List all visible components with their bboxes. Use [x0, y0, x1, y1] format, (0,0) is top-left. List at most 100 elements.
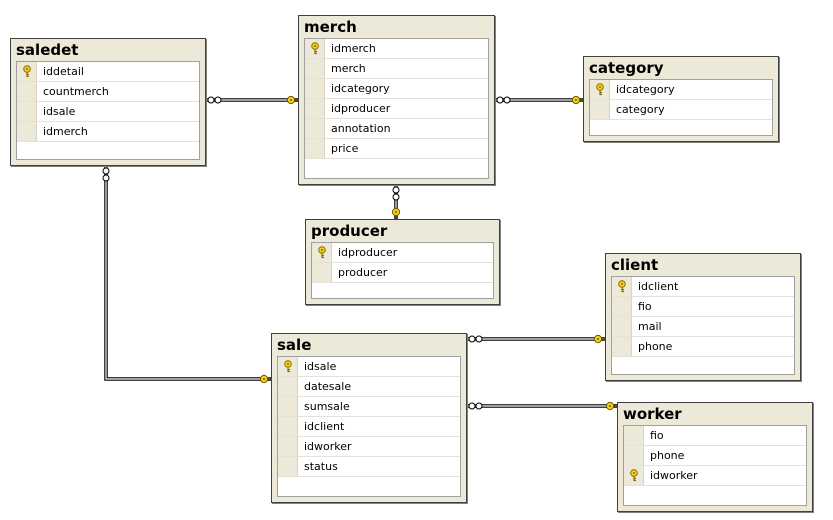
column-name: idworker [650, 469, 698, 482]
column-row[interactable]: category [590, 100, 772, 120]
table-title[interactable]: merch [304, 18, 357, 36]
many-end-icon [207, 96, 222, 104]
many-end-icon [102, 167, 110, 182]
key-end-icon [391, 207, 401, 219]
column-row[interactable]: idmerch [17, 122, 199, 142]
row-selector[interactable] [278, 357, 298, 376]
row-selector[interactable] [17, 62, 37, 81]
row-selector[interactable] [305, 99, 325, 118]
column-row[interactable]: phone [612, 337, 794, 357]
column-row[interactable]: idworker [624, 466, 806, 486]
row-selector[interactable] [17, 122, 37, 141]
row-selector[interactable] [612, 317, 632, 336]
column-row[interactable]: iddetail [17, 62, 199, 82]
column-row[interactable]: datesale [278, 377, 460, 397]
primary-key-icon [618, 280, 626, 293]
key-end-icon [286, 95, 298, 105]
row-selector[interactable] [624, 426, 644, 445]
row-selector[interactable] [624, 446, 644, 465]
column-row[interactable]: sumsale [278, 397, 460, 417]
table-title[interactable]: producer [311, 222, 388, 240]
table-client[interactable]: client idclient fio mail phone [605, 253, 801, 381]
table-title[interactable]: sale [277, 336, 312, 354]
column-list: idclient fio mail phone [611, 276, 795, 375]
column-name: idcategory [616, 83, 675, 96]
column-name: idworker [304, 440, 352, 453]
row-selector[interactable] [312, 263, 332, 282]
table-category[interactable]: category idcategory category [583, 56, 779, 142]
key-end-icon [259, 374, 271, 384]
column-name: idproducer [338, 246, 398, 259]
row-selector[interactable] [305, 59, 325, 78]
column-row[interactable]: price [305, 139, 488, 159]
row-selector[interactable] [17, 102, 37, 121]
row-selector[interactable] [278, 437, 298, 456]
row-selector[interactable] [312, 243, 332, 262]
table-title[interactable]: saledet [16, 41, 79, 59]
column-row[interactable]: status [278, 457, 460, 477]
column-row[interactable]: annotation [305, 119, 488, 139]
table-title[interactable]: category [589, 59, 664, 77]
row-selector[interactable] [624, 466, 644, 485]
column-row[interactable]: mail [612, 317, 794, 337]
row-selector[interactable] [278, 377, 298, 396]
row-selector[interactable] [305, 39, 325, 58]
key-end-icon [605, 401, 617, 411]
table-sale[interactable]: sale idsale datesale sumsale idclient idworke… [271, 333, 467, 503]
column-name: datesale [304, 380, 352, 393]
row-selector[interactable] [278, 457, 298, 476]
column-list: idproducer producer [311, 242, 494, 299]
column-list: idsale datesale sumsale idclient idworker sta… [277, 356, 461, 497]
column-row[interactable]: fio [612, 297, 794, 317]
table-producer[interactable]: producer idproducer producer [305, 219, 500, 305]
column-name: mail [638, 320, 662, 333]
row-selector[interactable] [305, 79, 325, 98]
column-name: countmerch [43, 85, 109, 98]
column-name: sumsale [304, 400, 350, 413]
column-row[interactable]: idmerch [305, 39, 488, 59]
column-name: idproducer [331, 102, 391, 115]
row-selector[interactable] [612, 337, 632, 356]
column-row[interactable]: fio [624, 426, 806, 446]
row-selector[interactable] [590, 80, 610, 99]
column-name: status [304, 460, 338, 473]
column-name: idclient [638, 280, 679, 293]
row-selector[interactable] [278, 397, 298, 416]
column-row[interactable]: countmerch [17, 82, 199, 102]
column-row[interactable]: phone [624, 446, 806, 466]
row-selector[interactable] [612, 277, 632, 296]
primary-key-icon [630, 469, 638, 482]
primary-key-icon [284, 360, 292, 373]
row-selector[interactable] [305, 139, 325, 158]
column-row[interactable]: idcategory [305, 79, 488, 99]
primary-key-icon [23, 65, 31, 78]
table-worker[interactable]: worker fio phone idworker [617, 402, 813, 512]
many-end-icon [468, 402, 483, 410]
table-title[interactable]: worker [623, 405, 682, 423]
column-row[interactable]: idclient [612, 277, 794, 297]
column-row[interactable]: idsale [17, 102, 199, 122]
table-title[interactable]: client [611, 256, 659, 274]
column-row[interactable]: idproducer [305, 99, 488, 119]
column-row[interactable]: producer [312, 263, 493, 283]
key-end-icon [571, 95, 583, 105]
column-row[interactable]: idworker [278, 437, 460, 457]
column-row[interactable]: merch [305, 59, 488, 79]
row-selector[interactable] [17, 82, 37, 101]
row-selector[interactable] [305, 119, 325, 138]
column-row[interactable]: idsale [278, 357, 460, 377]
primary-key-icon [311, 42, 319, 55]
column-row[interactable]: idcategory [590, 80, 772, 100]
column-row[interactable]: idclient [278, 417, 460, 437]
column-name: phone [650, 449, 685, 462]
column-row[interactable]: idproducer [312, 243, 493, 263]
many-end-icon [392, 186, 400, 201]
row-selector[interactable] [612, 297, 632, 316]
row-selector[interactable] [278, 417, 298, 436]
row-selector[interactable] [590, 100, 610, 119]
column-name: fio [638, 300, 652, 313]
